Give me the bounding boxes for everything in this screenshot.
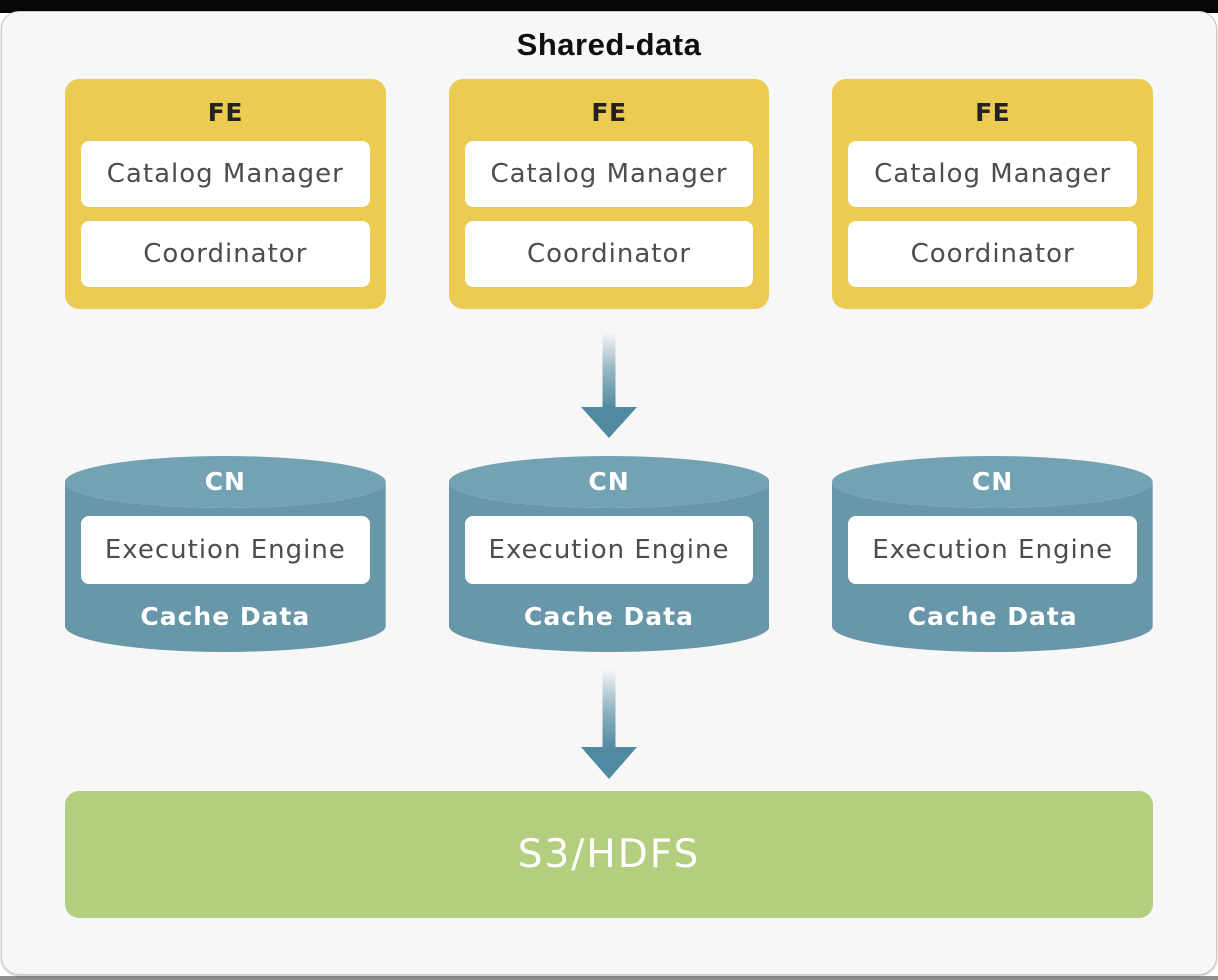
storage-box: S3/HDFS xyxy=(65,791,1153,918)
component-box-catalog-manager: Catalog Manager xyxy=(464,141,754,207)
fe-node-3: FE Catalog Manager Coordinator xyxy=(832,79,1154,309)
cn-node-label: CN xyxy=(204,467,246,496)
cn-node-3: CN Execution Engine Cache Data xyxy=(832,456,1154,652)
fe-node-label: FE xyxy=(975,98,1011,127)
shared-data-card: Shared-data FE Catalog Manager Coordinat… xyxy=(1,11,1217,975)
component-box-execution-engine: Execution Engine xyxy=(464,516,754,584)
cn-node-2: CN Execution Engine Cache Data xyxy=(448,456,770,652)
diagram-title: Shared-data xyxy=(516,27,702,62)
fe-node-label: FE xyxy=(207,98,243,127)
fe-to-cn-arrow-icon xyxy=(581,332,637,438)
fe-node-2: FE Catalog Manager Coordinator xyxy=(448,79,770,309)
component-box-catalog-manager: Catalog Manager xyxy=(81,141,370,207)
bottom-border-bar xyxy=(0,976,1218,980)
cache-data-label: Cache Data xyxy=(907,602,1078,631)
component-box-coordinator: Coordinator xyxy=(848,221,1138,287)
cn-row: CN Execution Engine Cache Data CN Execut… xyxy=(2,456,1216,652)
top-border-bar xyxy=(0,0,1218,13)
cn-to-storage-arrow-icon xyxy=(581,669,637,779)
component-box-execution-engine: Execution Engine xyxy=(81,516,370,584)
cache-data-label: Cache Data xyxy=(140,602,311,631)
cn-node-1: CN Execution Engine Cache Data xyxy=(65,456,386,652)
fe-node-label: FE xyxy=(591,98,627,127)
fe-row: FE Catalog Manager Coordinator FE Catalo… xyxy=(2,79,1216,309)
component-box-coordinator: Coordinator xyxy=(81,221,370,287)
component-box-catalog-manager: Catalog Manager xyxy=(848,141,1138,207)
cache-data-label: Cache Data xyxy=(524,602,694,631)
storage-label: S3/HDFS xyxy=(517,832,701,877)
component-box-execution-engine: Execution Engine xyxy=(848,516,1138,584)
component-box-coordinator: Coordinator xyxy=(464,221,754,287)
cn-node-label: CN xyxy=(972,467,1014,496)
fe-node-1: FE Catalog Manager Coordinator xyxy=(65,79,386,309)
cn-node-label: CN xyxy=(588,467,630,496)
